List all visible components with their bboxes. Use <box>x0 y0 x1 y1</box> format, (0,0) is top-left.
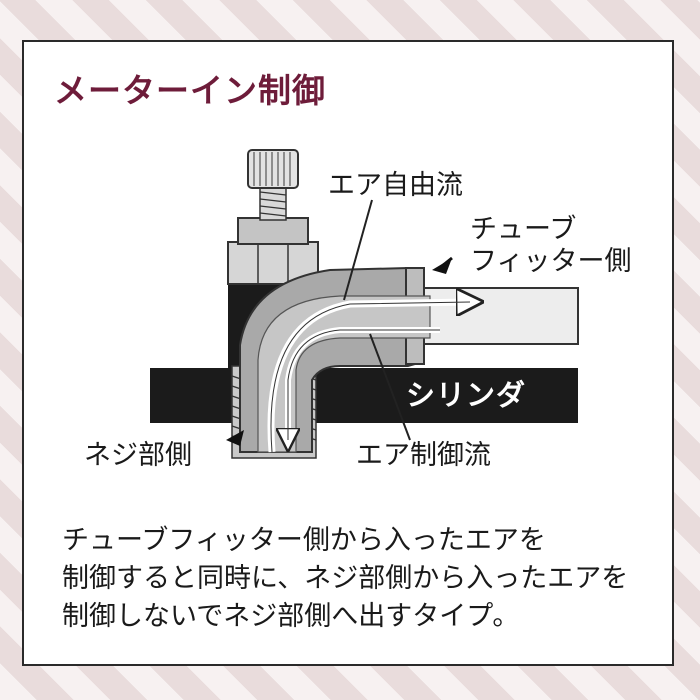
free-flow-label: エア自由流 <box>328 170 463 201</box>
controlled-flow-leader <box>369 333 411 441</box>
inner-channel <box>257 295 431 453</box>
cylinder-label: シリンダ <box>406 378 527 412</box>
tube <box>419 287 579 345</box>
controlled-flow-label: エア制御流 <box>356 440 491 471</box>
tube-fitting-label-line1: チューブ <box>470 214 577 245</box>
page-title: メーターイン制御 <box>54 71 326 110</box>
description-line: 制御しないでネジ部側へ出すタイプ。 <box>62 601 520 632</box>
description-line: チューブフィッター側から入ったエアを <box>62 525 546 556</box>
description: チューブフィッター側から入ったエアを 制御すると同時に、ネジ部側から入ったエアを… <box>62 522 662 636</box>
nut-washer <box>237 217 309 245</box>
free-flow-leader <box>343 199 373 301</box>
thread-side-pointer-icon <box>226 430 244 446</box>
tube-fitting-label-line2: フィッター側 <box>470 246 632 277</box>
cylinder-plate <box>150 368 578 423</box>
thread-side-label: ネジ部側 <box>84 440 192 471</box>
description-line: 制御すると同時に、ネジ部側から入ったエアを <box>62 563 629 594</box>
